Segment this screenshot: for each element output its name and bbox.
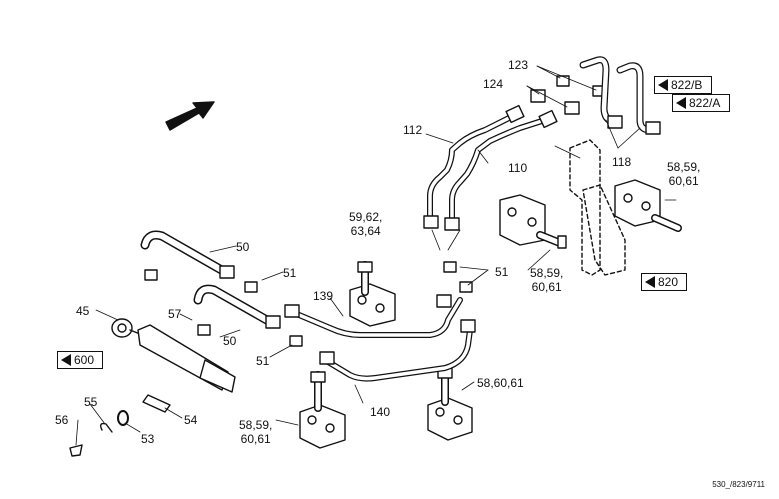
part-label-54: 54: [184, 413, 198, 427]
reference-label: 822/B: [671, 78, 703, 92]
direction-arrow-icon: [165, 101, 215, 131]
part-label-51: 51: [283, 266, 297, 280]
part-label-51: 51: [495, 265, 509, 279]
part-label-45: 45: [76, 304, 90, 318]
part-label-58-59-60-61: 58,59, 60,61: [530, 266, 564, 294]
reference-822-b[interactable]: 822/B: [654, 76, 712, 94]
part-label-58-60-61: 58,60,61: [477, 376, 524, 390]
reference-600[interactable]: 600: [57, 351, 103, 369]
part-label-59-62-63-64: 59,62, 63,64: [349, 210, 383, 238]
arrow-left-icon: [61, 354, 71, 366]
part-label-110: 110: [508, 161, 528, 175]
part-label-58-59-60-61: 58,59, 60,61: [239, 418, 273, 446]
hydraulic-cylinder: [111, 318, 236, 393]
reference-label: 820: [658, 275, 679, 289]
part-label-55: 55: [84, 395, 98, 409]
drawing-reference-code: 530_/823/9711: [712, 480, 765, 489]
reference-822-a[interactable]: 822/A: [672, 94, 730, 112]
part-label-123: 123: [508, 58, 529, 72]
reference-label: 600: [74, 353, 95, 367]
part-label-51: 51: [256, 354, 270, 368]
reference-label: 822/A: [689, 96, 721, 110]
arrow-left-icon: [676, 97, 686, 109]
part-label-112: 112: [403, 123, 423, 137]
part-label-139: 139: [313, 289, 334, 303]
arrow-left-icon: [658, 79, 668, 91]
part-label-50: 50: [223, 334, 237, 348]
reference-820[interactable]: 820: [641, 273, 687, 291]
part-label-124: 124: [483, 77, 504, 91]
part-label-140: 140: [370, 405, 391, 419]
part-label-53: 53: [141, 432, 155, 446]
part-label-58-59-60-61: 58,59, 60,61: [667, 160, 701, 188]
part-label-118: 118: [612, 155, 632, 169]
clamp-assembly: [499, 194, 567, 249]
part-label-57: 57: [168, 307, 182, 321]
arrow-left-icon: [645, 276, 655, 288]
part-label-50: 50: [236, 240, 250, 254]
part-label-56: 56: [55, 413, 69, 427]
